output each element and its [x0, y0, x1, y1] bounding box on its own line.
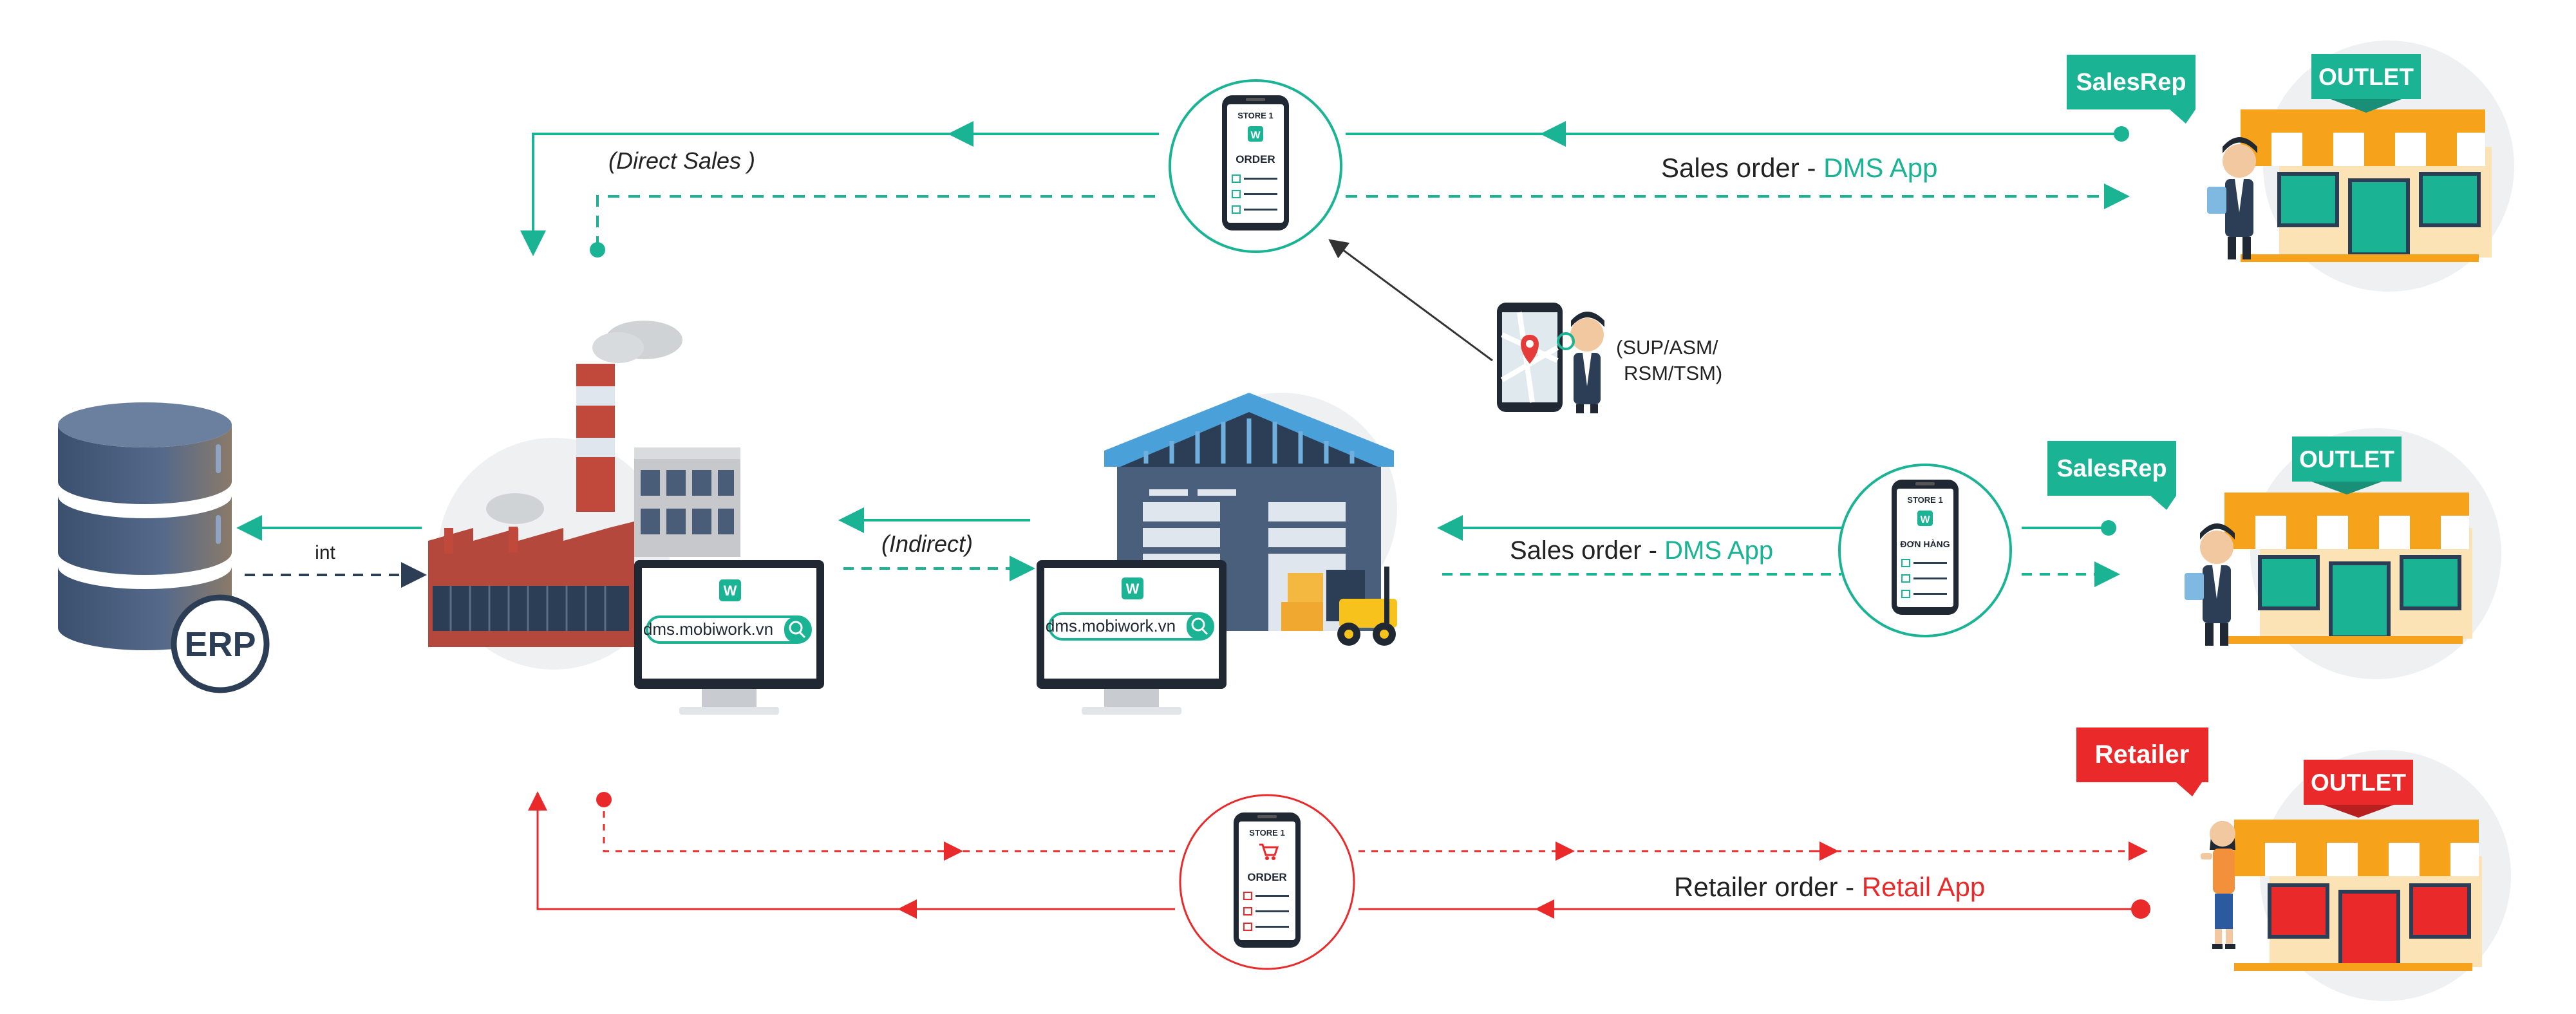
supervisor-group: (SUP/ASM/ RSM/TSM)	[1328, 239, 1722, 413]
svg-text:ĐƠN HÀNG: ĐƠN HÀNG	[1900, 539, 1950, 549]
indirect-label: (Indirect)	[881, 530, 973, 557]
svg-text:STORE 1: STORE 1	[1249, 828, 1284, 838]
retailer-woman-icon	[2201, 821, 2235, 949]
warehouse-icon	[1104, 393, 1397, 646]
direct-sales-flow: (Direct Sales ) Sales order - DMS App	[520, 121, 2130, 258]
outlet-middle: OUTLET SalesRep	[2047, 428, 2501, 679]
retailer-start-dot	[2131, 899, 2150, 919]
store-icon	[2224, 493, 2472, 644]
outlet-3-label: OUTLET	[2311, 769, 2406, 796]
phone-icon: STORE 1 W ĐƠN HÀNG	[1892, 480, 1959, 615]
retailer-flow: Retailer order - Retail App	[528, 791, 2150, 919]
svg-text:W: W	[1250, 130, 1261, 141]
order-phone-bottom: STORE 1 ORDER	[1179, 794, 1355, 970]
map-phone-icon	[1497, 303, 1563, 412]
svg-text:Retailer: Retailer	[2095, 740, 2190, 769]
factory-return-dot	[590, 242, 605, 258]
retailer-order-label: Retailer order - Retail App	[1674, 872, 1985, 902]
search-icon[interactable]	[1187, 614, 1213, 639]
svg-text:W: W	[1126, 581, 1140, 597]
database-icon	[58, 402, 232, 650]
svg-text:ORDER: ORDER	[1247, 871, 1286, 883]
indirect-flow: (Indirect)	[838, 507, 1035, 581]
indirect-sales-flow: Sales order - DMS App	[1437, 515, 2120, 587]
svg-text:W: W	[724, 583, 737, 599]
int-label: int	[315, 542, 335, 563]
factory-icon	[428, 321, 740, 647]
salesrep-badge-1: SalesRep	[2067, 55, 2195, 124]
outlet-bottom: OUTLET Retailer	[2076, 728, 2511, 1001]
forklift-icon	[1326, 567, 1397, 646]
salesman-icon	[2185, 523, 2235, 646]
salesman-icon	[2207, 137, 2257, 259]
supervisor-label-1: (SUP/ASM/	[1616, 336, 1718, 359]
outlet-top: OUTLET SalesRep	[2067, 41, 2514, 292]
svg-text:STORE 1: STORE 1	[1237, 111, 1273, 120]
url-text-factory: dms.mobiwork.vn	[643, 619, 773, 639]
monitor-icon: W dms.mobiwork.vn	[1037, 560, 1227, 715]
warehouse: W dms.mobiwork.vn	[1037, 393, 1397, 715]
svg-text:ORDER: ORDER	[1236, 153, 1275, 165]
monitor-icon: W dms.mobiwork.vn	[634, 560, 824, 715]
svg-text:SalesRep: SalesRep	[2056, 455, 2167, 482]
svg-text:STORE 1: STORE 1	[1907, 495, 1942, 505]
factory-red-dot	[596, 792, 612, 807]
direct-sales-label: (Direct Sales )	[608, 147, 755, 174]
supervisor-label-2: RSM/TSM)	[1624, 362, 1722, 384]
salesrep-badge-2: SalesRep	[2047, 441, 2176, 510]
order-phone-middle: STORE 1 W ĐƠN HÀNG	[1838, 464, 2012, 637]
erp-integration-links: int	[236, 515, 427, 588]
store-icon	[2241, 109, 2492, 262]
erp-database: ERP	[58, 402, 270, 693]
sales-order-2-label: Sales order - DMS App	[1510, 536, 1773, 565]
svg-text:W: W	[1920, 514, 1930, 525]
url-text-warehouse: dms.mobiwork.vn	[1046, 616, 1176, 635]
salesrep2-start-dot	[2101, 520, 2116, 536]
outlet-1-label: OUTLET	[2318, 64, 2414, 90]
store-icon	[2234, 820, 2482, 971]
salesman-icon	[1557, 312, 1604, 413]
outlet-2-label: OUTLET	[2299, 446, 2394, 473]
phone-icon: STORE 1 ORDER	[1234, 812, 1301, 948]
retailer-badge: Retailer	[2076, 728, 2208, 796]
erp-label: ERP	[184, 625, 256, 664]
order-phone-top: STORE 1 W ORDER	[1169, 79, 1342, 253]
salesrep-start-dot	[2114, 126, 2129, 142]
factory: W dms.mobiwork.vn	[428, 321, 824, 715]
sales-order-1-label: Sales order - DMS App	[1661, 153, 1938, 183]
svg-text:SalesRep: SalesRep	[2076, 69, 2186, 96]
cart-icon	[1259, 843, 1279, 860]
search-icon[interactable]	[784, 617, 811, 643]
phone-icon: STORE 1 W ORDER	[1222, 95, 1289, 230]
